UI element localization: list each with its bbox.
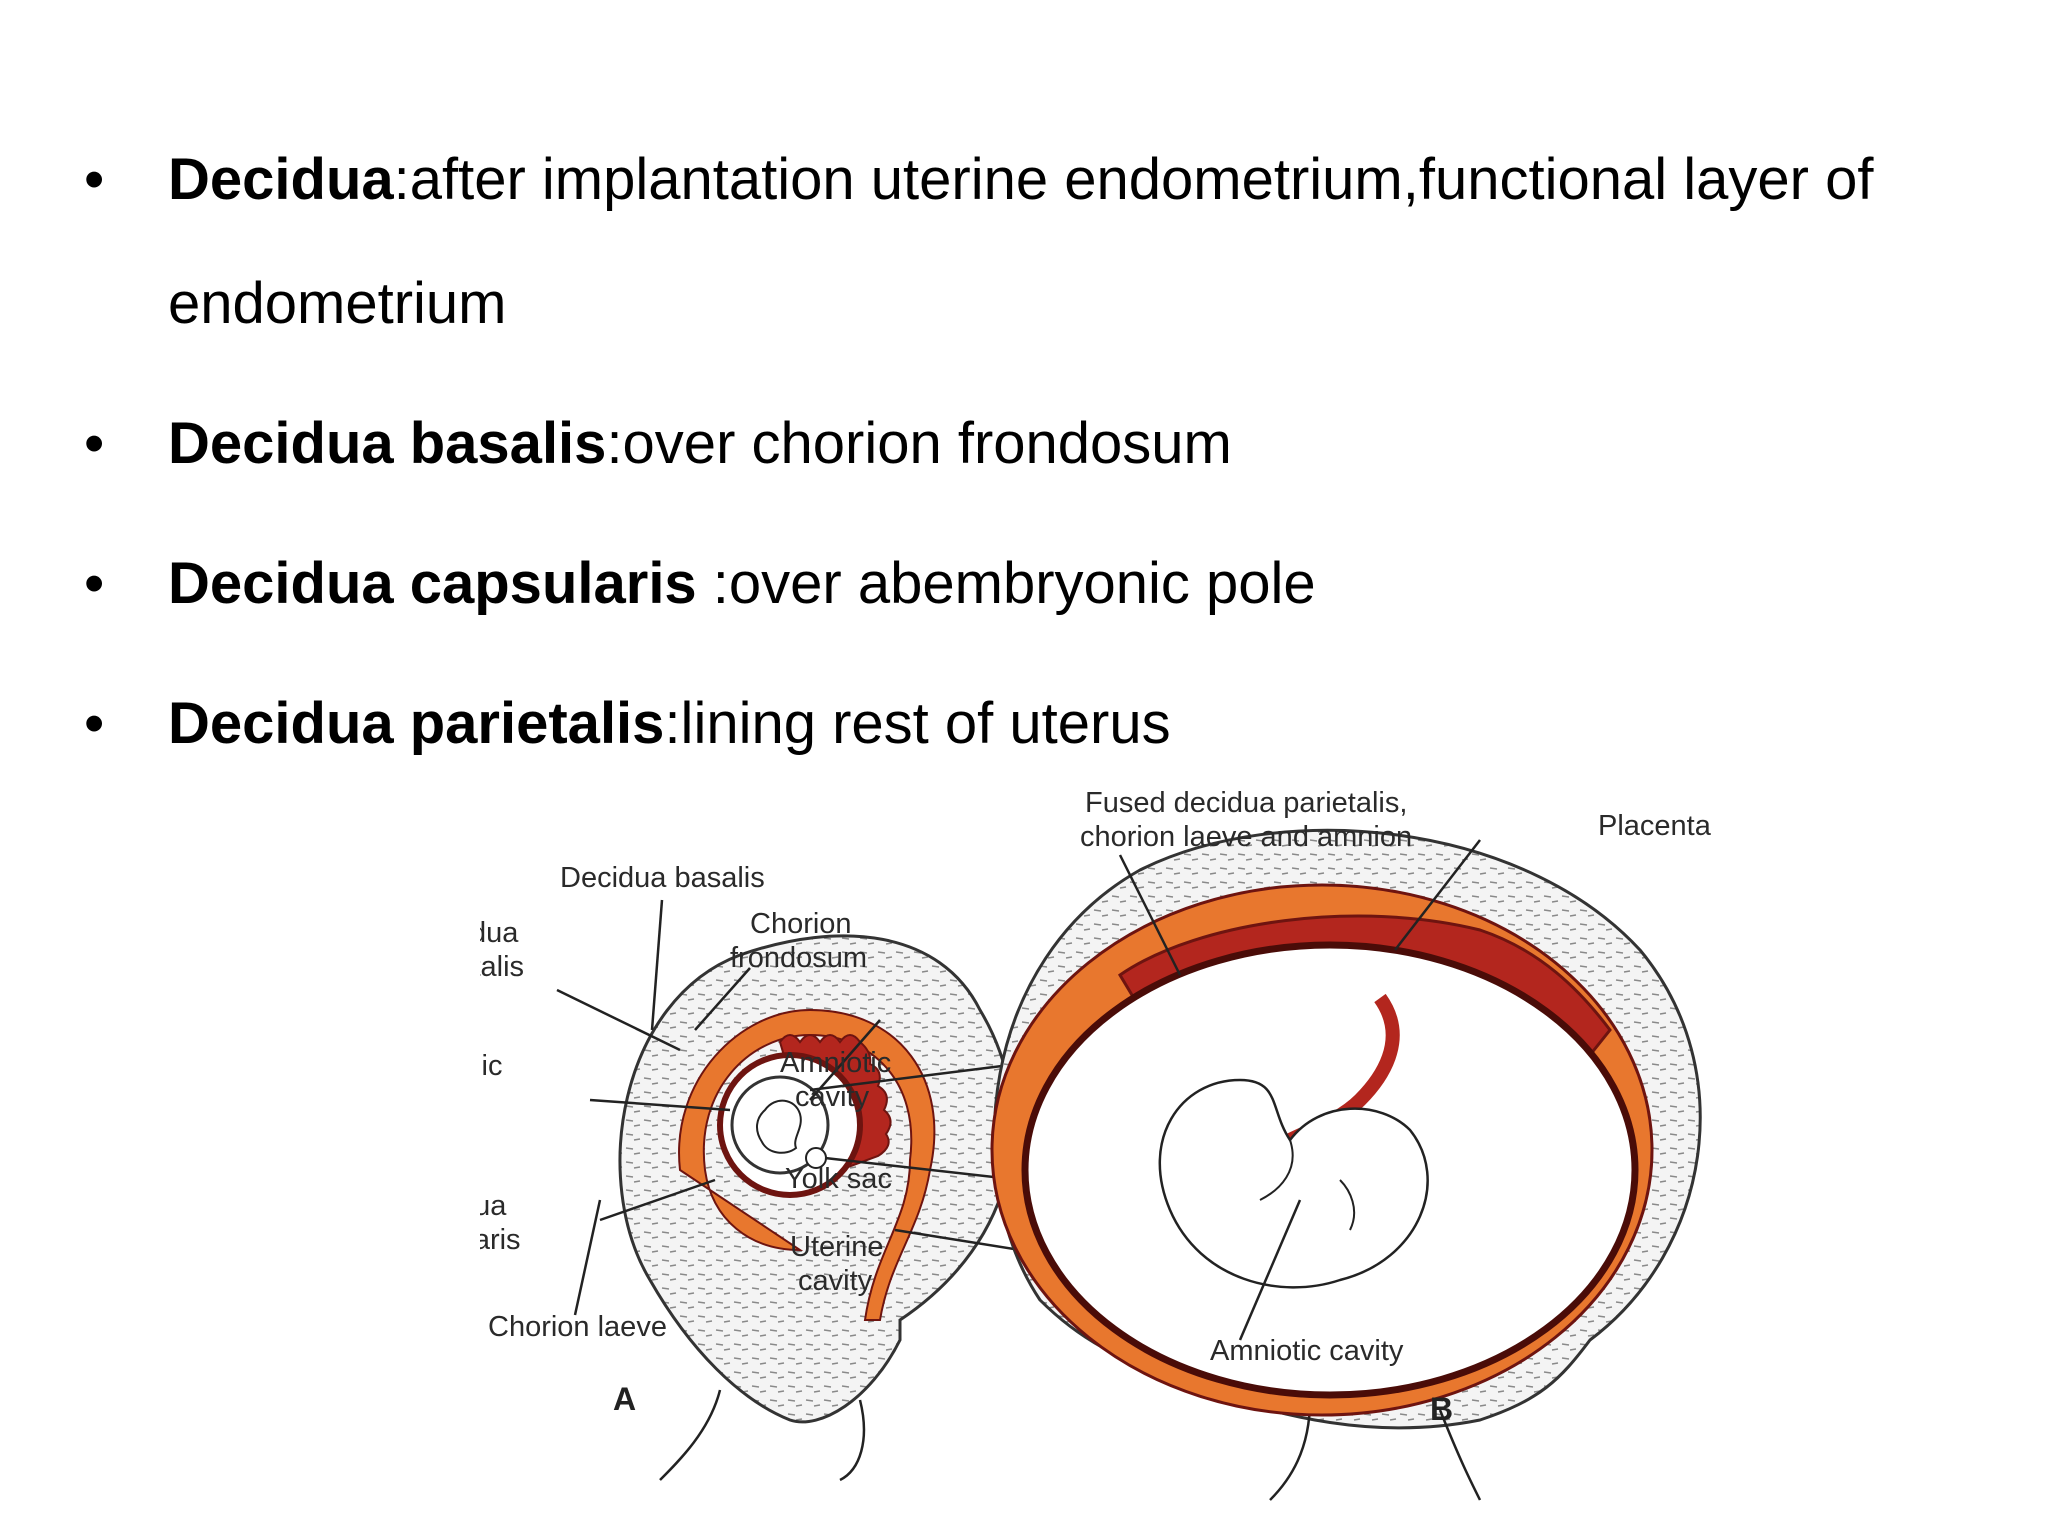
label-decidua-capsularis-2: capsularis [480,1224,521,1256]
fetus-b [1158,1078,1429,1289]
labels-b: Fused decidua parietalis, chorion laeve … [1080,787,1712,1427]
leaders-a [556,899,1021,1316]
bullet-decidua: • Decidua:after implantation uterine end… [84,118,1964,366]
leaders-b [1118,839,1481,1341]
cervix-a [659,1389,866,1482]
bullet-text: :over abembryonic pole [696,551,1316,616]
panel-letter-b: B [1430,1391,1453,1427]
bullet-decidua-capsularis: • Decidua capsularis :over abembryonic p… [84,522,1964,646]
bullet-text: :after implantation uterine endometrium,… [168,147,1874,336]
label-uterine-cavity-1: Uterine [790,1231,884,1263]
bullet-list: • Decidua:after implantation uterine end… [84,118,1964,802]
label-chorionic-cavity-1: Chorionic [480,1050,503,1082]
bullet-term: Decidua parietalis [168,691,665,756]
bullet-text: :over chorion frondosum [606,411,1232,476]
panel-letter-a: A [613,1381,636,1417]
label-decidua-capsularis-1: Decidua [480,1190,507,1222]
bullet-term: Decidua [168,147,394,212]
uterus-diagram-svg: Decidua basalis Decidua parietalis Chori… [380,787,1712,1501]
label-chorion-laeve: Chorion laeve [488,1311,667,1343]
label-amniotic-cavity-b: Amniotic cavity [1210,1335,1404,1367]
panel-b [990,828,1702,1501]
label-uterine-cavity-2: cavity [798,1265,873,1297]
label-yolk-sac: Yolk sac [785,1163,892,1195]
decidua-band-a [678,1008,936,1321]
label-chorion-frondosum-1: Chorion [750,908,852,940]
label-amniotic-cavity-a-2: cavity [795,1081,870,1113]
bullet-dot: • [84,691,105,756]
fetus-limb-b [1259,1139,1356,1231]
bullet-decidua-parietalis: • Decidua parietalis:lining rest of uter… [84,662,1964,786]
bullet-text: :lining rest of uterus [664,691,1171,756]
bullet-term: Decidua capsularis [168,551,697,616]
label-fused-2: chorion laeve and amnion [1080,821,1412,853]
bullet-decidua-basalis: • Decidua basalis:over chorion frondosum [84,382,1964,506]
bullet-term: Decidua basalis [168,411,607,476]
bullet-dot: • [84,551,105,616]
bullet-dot: • [84,411,105,476]
label-placenta: Placenta [1598,810,1712,842]
bullet-dot: • [84,147,105,212]
uterus-diagram: Decidua basalis Decidua parietalis Chori… [380,780,1780,1520]
label-chorion-frondosum-2: frondosum [730,942,867,974]
label-fused-1: Fused decidua parietalis, [1085,787,1407,819]
label-decidua-parietalis-2: parietalis [480,951,524,983]
panel-a [556,899,1021,1482]
embryo-a [756,1099,802,1154]
label-decidua-parietalis-1: Decidua [480,917,519,949]
label-decidua-basalis: Decidua basalis [560,862,765,894]
label-amniotic-cavity-a-1: Amniotic [780,1047,891,1079]
